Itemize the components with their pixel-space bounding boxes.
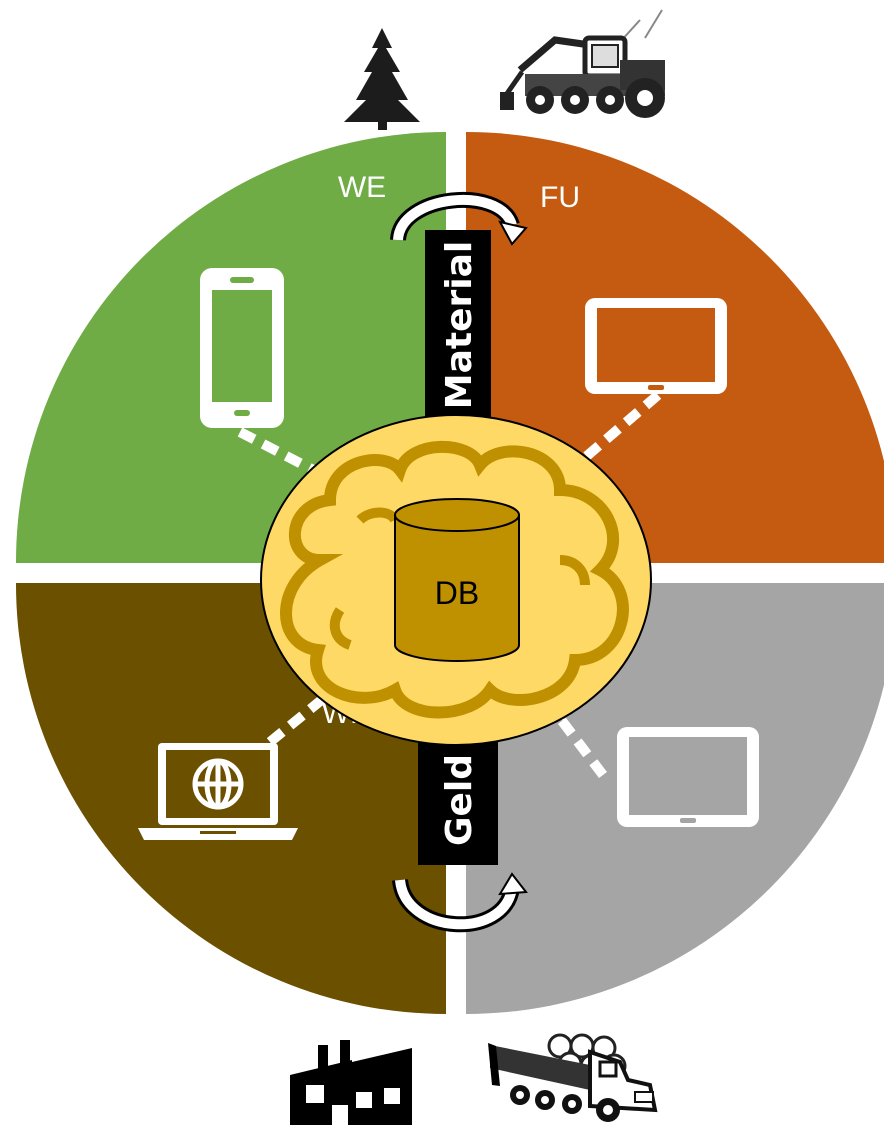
smartphone-icon [200,268,284,428]
tree-icon [344,28,420,130]
geld-flow-arrow [392,872,528,933]
globe-icon [192,758,244,810]
material-flow-arrow [390,191,528,246]
material-label: Material [439,241,480,409]
database-label: DB [435,575,479,611]
label-fu: FU [540,181,580,214]
tablet-icon [617,727,759,827]
database-icon [394,498,520,662]
geld-label: Geld [439,754,480,846]
laptop-globe-icon [138,743,298,840]
forwarder-harvester-icon [500,9,665,118]
log-truck-icon [488,1033,658,1122]
factory-icon [290,1040,412,1125]
material-bar [425,230,491,420]
tablet-icon [585,298,727,394]
label-we: WE [338,171,386,204]
geld-bar [418,735,498,865]
connection-fu [514,391,662,519]
